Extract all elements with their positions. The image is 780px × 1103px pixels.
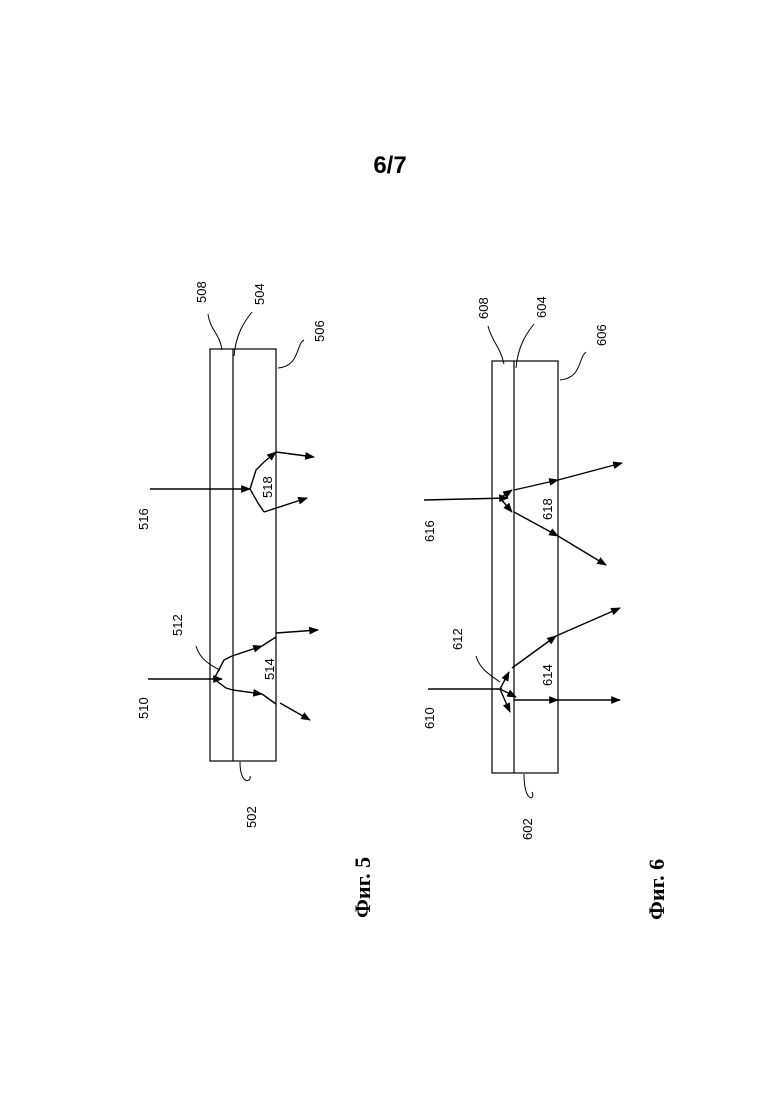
- fig6-label-612: 612: [450, 628, 465, 650]
- fig5-label-508: 508: [194, 281, 209, 303]
- fig5-exit-ray-b-down: [264, 498, 307, 512]
- fig5-ray-b-up-2: [264, 452, 276, 462]
- fig5-label-516: 516: [136, 508, 151, 530]
- fig5-label-504: 504: [252, 283, 267, 305]
- fig6-label-606: 606: [594, 324, 609, 346]
- fig5-label-512: 512: [170, 614, 185, 636]
- fig6-reflect-up: [500, 672, 509, 689]
- fig6-leader-612: [476, 656, 500, 682]
- fig5-layer-stack: [210, 349, 276, 761]
- fig6-exit-b-down: [558, 536, 606, 565]
- fig5-leader-512: [196, 646, 220, 670]
- fig6-label-604: 604: [534, 296, 549, 318]
- fig5-transmit-ray-up: [232, 646, 262, 656]
- fig6-label-616: 616: [422, 520, 437, 542]
- fig6-leader-608: [488, 326, 504, 364]
- fig6-caption: Фиг. 6: [644, 859, 669, 920]
- fig5-label-514: 514: [262, 658, 277, 680]
- fig5-exit-ray-down: [280, 703, 310, 720]
- figure-6: 608 604 606 602 610 612 614 616 618 Фиг.…: [422, 296, 669, 920]
- fig6-transmit-b-up: [514, 480, 558, 490]
- fig5-ray-down-seg: [262, 694, 276, 704]
- fig6-label-608: 608: [476, 297, 491, 319]
- fig6-exit-up: [556, 608, 620, 636]
- fig5-leader-502: [240, 762, 250, 781]
- figure-5: 508 504 506 502 510 512 514 516 518 Фиг.…: [136, 281, 375, 918]
- fig6-transmit-up: [512, 636, 556, 668]
- fig6-label-610: 610: [422, 707, 437, 729]
- fig5-transmit-ray-down: [233, 690, 262, 694]
- fig5-leader-508: [208, 314, 222, 350]
- fig5-down-split: [214, 679, 233, 690]
- fig5-label-518: 518: [260, 476, 275, 498]
- fig5-leader-506: [278, 340, 304, 368]
- fig5-reflect-ray: [214, 656, 232, 679]
- fig5-exit-ray-b-up: [276, 452, 314, 457]
- fig6-layer-stack: [492, 361, 558, 773]
- fig5-label-506: 506: [312, 320, 327, 342]
- fig6-label-618: 618: [540, 498, 555, 520]
- fig5-ray-up-seg: [262, 637, 276, 646]
- fig6-label-602: 602: [520, 818, 535, 840]
- fig6-incident-ray-616: [424, 498, 508, 500]
- fig5-exit-ray-up: [276, 630, 318, 633]
- fig5-caption: Фиг. 5: [350, 857, 375, 918]
- fig6-ray-b-down-split: [500, 498, 512, 512]
- fig6-exit-b-up: [558, 463, 622, 480]
- fig6-leader-602: [524, 774, 533, 798]
- fig5-label-510: 510: [136, 697, 151, 719]
- fig5-label-502: 502: [244, 806, 259, 828]
- fig6-reflect-down: [500, 689, 510, 712]
- fig6-leader-606: [560, 352, 586, 380]
- fig6-ray-b-up-split: [500, 490, 512, 498]
- fig6-label-614: 614: [540, 664, 555, 686]
